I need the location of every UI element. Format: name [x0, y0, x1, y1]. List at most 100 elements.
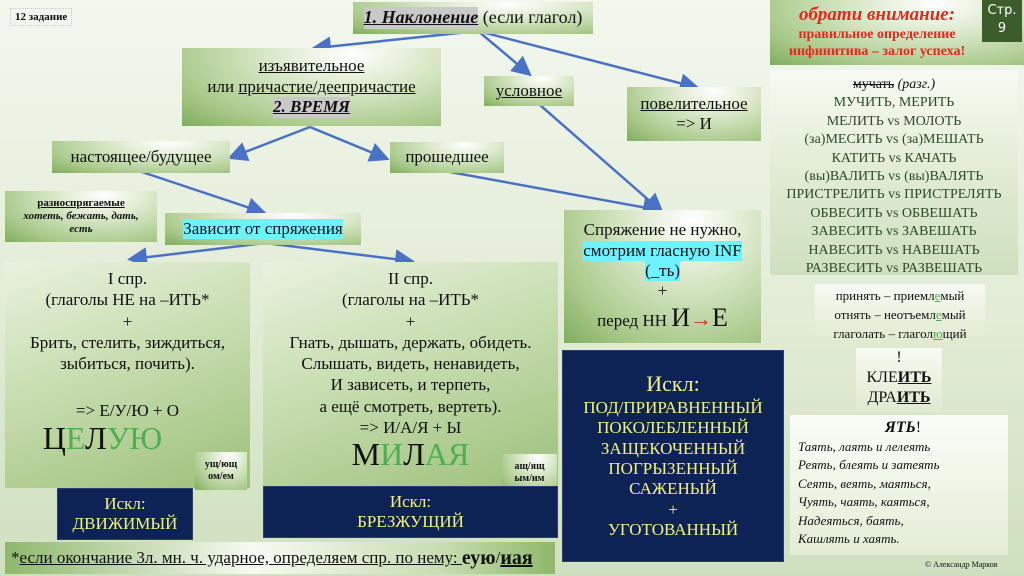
root-title: 1. Наклонение — [363, 7, 479, 29]
verb-pair: МЕЛИТЬ vs МОЛОТЬ — [826, 113, 962, 129]
conj1-line: (глаголы НЕ на –ИТЬ* — [45, 290, 210, 310]
participle-exceptions-box: Искл: ПОД/ПРИРАВНЕННЫЙ ПОКОЛЕБЛЕННЫЙ ЗАЩ… — [562, 350, 784, 562]
attention-banner: обрати внимание: правильное определение … — [770, 0, 1024, 65]
conj2-exception-box: Искл: БРЕЗЖУЩИЙ — [263, 486, 558, 538]
conj1-rule: => Е/У/Ю + О — [75, 401, 180, 421]
drait-word: ДРАИТЬ — [867, 389, 931, 406]
root-mood-box: 1. Наклонение (если глагол) — [353, 2, 593, 34]
irregular-line: есть — [69, 223, 93, 236]
verb-pairs-box: мучать (разг.) МУЧИТЬ, МЕРИТЬ МЕЛИТЬ vs … — [770, 70, 1018, 277]
plus-sign: + — [668, 499, 678, 519]
exception-word: УГОТОВАННЫЙ — [607, 520, 739, 540]
depends-box: Зависит от спряжения — [165, 213, 361, 245]
conj1-line: зыбиться, почить). — [60, 354, 195, 373]
indicative-label: изъявительное — [258, 56, 365, 76]
conditional-box: условное — [484, 76, 574, 106]
conj2-line: а ещё смотреть, вертеть). — [319, 396, 502, 416]
verb-pair: (за)МЕСИТЬ vs (за)МЕШАТЬ — [804, 132, 984, 148]
special-form-row: принять – приемлемый — [835, 288, 965, 303]
plus-sign: + — [405, 311, 416, 331]
conj2-line: Гнать, дышать, держать, обидеть. — [289, 332, 532, 352]
page-number: 9 — [997, 20, 1007, 36]
yat-line: Сеять, веять, маяться, — [798, 475, 931, 491]
verb-pair: РАЗВЕСИТЬ vs РАЗВЕШАТЬ — [805, 261, 983, 277]
conj1-exception-box: Искл: ДВИЖИМЫЙ — [57, 488, 193, 540]
exception-word: ПОД/ПРИРАВНЕННЫЙ — [583, 397, 763, 417]
exception-word: САЖЕНЫЙ — [629, 479, 717, 499]
attention-line: инфинитива – залог успеха! — [788, 43, 966, 59]
exception-title: Искл: — [646, 371, 700, 397]
verb-pair: ОБВЕСИТЬ vs ОБВЕШАТЬ — [810, 205, 978, 221]
verb-pair: ЗАВЕСИТЬ vs ЗАВЕШАТЬ — [811, 224, 977, 240]
red-arrow-icon: → — [690, 305, 713, 331]
conj2-suffix-tag: ащ/ящ ым/им — [502, 454, 557, 492]
no-conjugation-box: Спряжение не нужно, смотрим гласную INF … — [564, 210, 761, 343]
suffix-line: ом/ем — [208, 471, 234, 482]
plus-sign: + — [657, 281, 668, 301]
klejit-box: ! КЛЕИТЬ ДРАИТЬ — [856, 348, 942, 412]
exception-word: ЗАЩЕКОЧЕННЫЙ — [600, 438, 746, 458]
imperative-rule: => И — [676, 114, 712, 133]
indicative-box: изъявительное или причастие/деепричастие… — [182, 48, 441, 126]
no-conj-line: смотрим гласную INF — [583, 240, 742, 261]
suffix-line: ащ/ящ — [514, 461, 545, 472]
conj1-line: Брить, стелить, зиждиться, — [30, 332, 225, 352]
yat-line: Реять, блеять и затеять — [798, 457, 940, 472]
verb-pair: (вы)ВАЛИТЬ vs (вы)ВАЛЯТЬ — [804, 169, 984, 185]
conj1-suffix-tag: ущ/ющ ом/ем — [195, 452, 247, 490]
footnote-star: * — [11, 548, 20, 567]
exception-word: ПОКОЛЕБЛЕННЫЙ — [597, 418, 749, 438]
conj2-rule: => И/А/Я + Ы — [359, 417, 462, 437]
exception-title: Искл: — [104, 494, 146, 513]
stressed-ending-1: еую — [461, 546, 496, 569]
page-badge: Стр. 9 — [982, 0, 1022, 42]
root-suffix: (если глагол) — [478, 7, 583, 28]
exception-word: ДВИЖИМЫЙ — [72, 514, 178, 533]
no-conj-line: (_ть) — [644, 260, 680, 282]
conj2-line: И зависеть, и терпеть, — [330, 375, 491, 395]
struck-word: мучать — [852, 77, 895, 92]
yat-verbs-box: ЯТЬ! Таять, лаять и лелеять Реять, блеят… — [790, 415, 1008, 555]
no-conj-line: Спряжение не нужно, — [583, 220, 742, 240]
conj1-title: I спр. — [107, 269, 148, 288]
conj2-title: II спр. — [388, 269, 433, 288]
copyright: © Александр Марков — [925, 560, 998, 569]
verb-pair: КАТИТЬ vs КАЧАТЬ — [831, 150, 957, 166]
irregular-line: хотеть, бежать, дать, — [23, 209, 139, 222]
yat-line: Надеяться, баять, — [798, 512, 904, 528]
past-label: прошедшее — [405, 147, 489, 167]
yat-line: Чуять, чаять, каяться, — [798, 494, 930, 509]
imperative-box: повелительное => И — [627, 87, 761, 141]
klejit-word: КЛЕИТЬ — [866, 369, 932, 386]
present-future-box: настоящее/будущее — [52, 141, 230, 173]
page-label: Стр. — [987, 3, 1017, 18]
exclamation-mark: ! — [896, 349, 902, 366]
task-tag: 12 задание — [10, 8, 73, 26]
special-form-row: глаголать – глаголющий — [833, 326, 967, 341]
tense-heading: 2. ВРЕМЯ — [273, 97, 350, 118]
verb-pair-colloquial: мучать (разг.) — [770, 76, 1018, 94]
verb-pair: ПРИСТРЕЛИТЬ vs ПРИСТРЕЛЯТЬ — [786, 187, 1002, 203]
stressed-ending-2: иая — [500, 546, 533, 569]
footnote-text: если окончание 3л. мн. ч. ударное, опред… — [19, 548, 462, 567]
present-future-label: настоящее/будущее — [70, 146, 212, 166]
conjugation-2-box: II спр. (глаголы на –ИТЬ* + Гнать, дышат… — [263, 262, 558, 488]
plus-sign: + — [122, 311, 133, 331]
conj1-example: ЦЕЛУЮ — [42, 419, 163, 456]
exception-title: Искл: — [389, 492, 432, 511]
exception-word: БРЕЗЖУЩИЙ — [357, 512, 464, 531]
nn-rule: перед НН И→Е — [597, 302, 728, 332]
verb-pair: МУЧИТЬ, МЕРИТЬ — [833, 95, 955, 111]
conj2-example: МИЛАЯ — [351, 436, 470, 472]
participle-line: или причастие/деепричастие — [207, 76, 416, 96]
attention-line: правильное определение — [798, 27, 956, 43]
exception-word: ПОГРЫЗЕННЫЙ — [608, 459, 738, 478]
conj2-line: (глаголы на –ИТЬ* — [341, 290, 480, 310]
depends-label: Зависит от спряжения — [183, 218, 343, 240]
attention-title: обрати внимание: — [798, 4, 956, 26]
conj2-line: Слышать, видеть, ненавидеть, — [301, 354, 520, 373]
irregular-title: разноспрягаемые — [37, 196, 125, 209]
yat-title: ЯТЬ! — [884, 419, 922, 436]
suffix-line: ым/им — [514, 473, 545, 484]
imperative-label: повелительное — [640, 93, 748, 113]
